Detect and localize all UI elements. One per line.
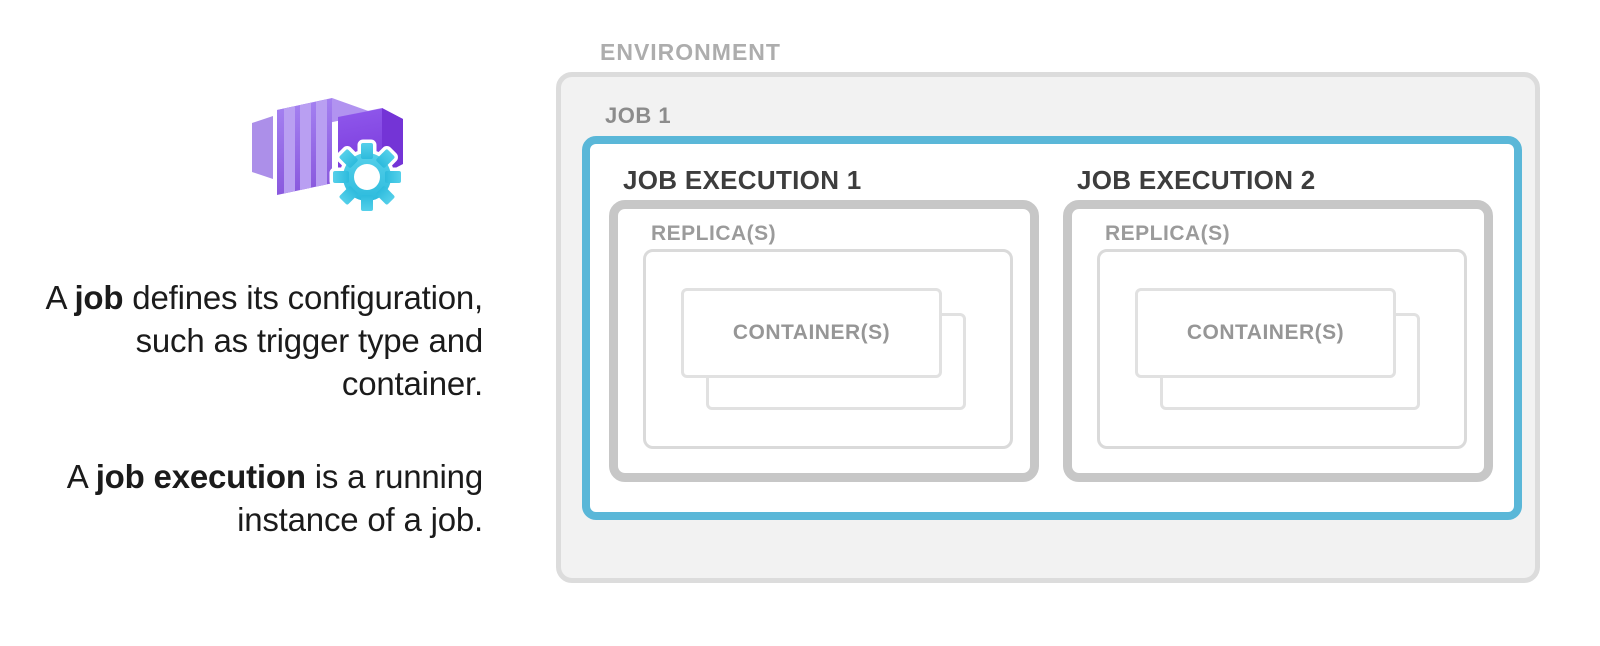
job-description: A job defines its configuration, such as… [38, 276, 483, 541]
p2-bold-term: job execution [95, 458, 306, 495]
job-execution-2-box: REPLICA(S) CONTAINER(S) [1063, 200, 1493, 482]
job-execution-definition-text: A job execution is a running instance of… [38, 455, 483, 541]
icon-container-front [277, 98, 332, 195]
job-execution-1-box: REPLICA(S) CONTAINER(S) [609, 200, 1039, 482]
job-box: JOB EXECUTION 1 REPLICA(S) CONTAINER(S) … [582, 136, 1522, 520]
container-apps-job-icon [252, 98, 405, 215]
job-execution-1: JOB EXECUTION 1 REPLICA(S) CONTAINER(S) [609, 165, 1039, 482]
replica-box: CONTAINER(S) [1097, 249, 1467, 449]
replica-label: REPLICA(S) [651, 222, 777, 245]
job-execution-2: JOB EXECUTION 2 REPLICA(S) CONTAINER(S) [1063, 165, 1493, 482]
p1-bold-term: job [74, 279, 124, 316]
environment-box: JOB 1 JOB EXECUTION 1 REPLICA(S) CONTAIN… [556, 72, 1540, 583]
replica-box: CONTAINER(S) [643, 249, 1013, 449]
p1-prefix: A [45, 279, 75, 316]
container-box-front: CONTAINER(S) [1135, 288, 1396, 378]
job-execution-2-label: JOB EXECUTION 2 [1077, 165, 1316, 195]
job-label: JOB 1 [605, 103, 672, 128]
icon-container-stripe [284, 106, 295, 194]
icon-container-stripe [316, 99, 327, 187]
container-box-front: CONTAINER(S) [681, 288, 942, 378]
icon-left-panel [252, 116, 273, 179]
p1-rest: defines its configuration, such as trigg… [123, 279, 483, 402]
job-definition-text: A job defines its configuration, such as… [38, 276, 483, 405]
container-label: CONTAINER(S) [1186, 321, 1345, 344]
icon-container-stripe [300, 102, 311, 191]
gear-icon [329, 139, 405, 215]
environment-label: ENVIRONMENT [600, 39, 781, 65]
job-execution-1-label: JOB EXECUTION 1 [623, 165, 862, 195]
container-label: CONTAINER(S) [732, 321, 891, 344]
replica-label: REPLICA(S) [1105, 222, 1231, 245]
p2-prefix: A [66, 458, 96, 495]
gear-hole [354, 164, 380, 190]
p2-rest: is a running instance of a job. [237, 458, 483, 538]
